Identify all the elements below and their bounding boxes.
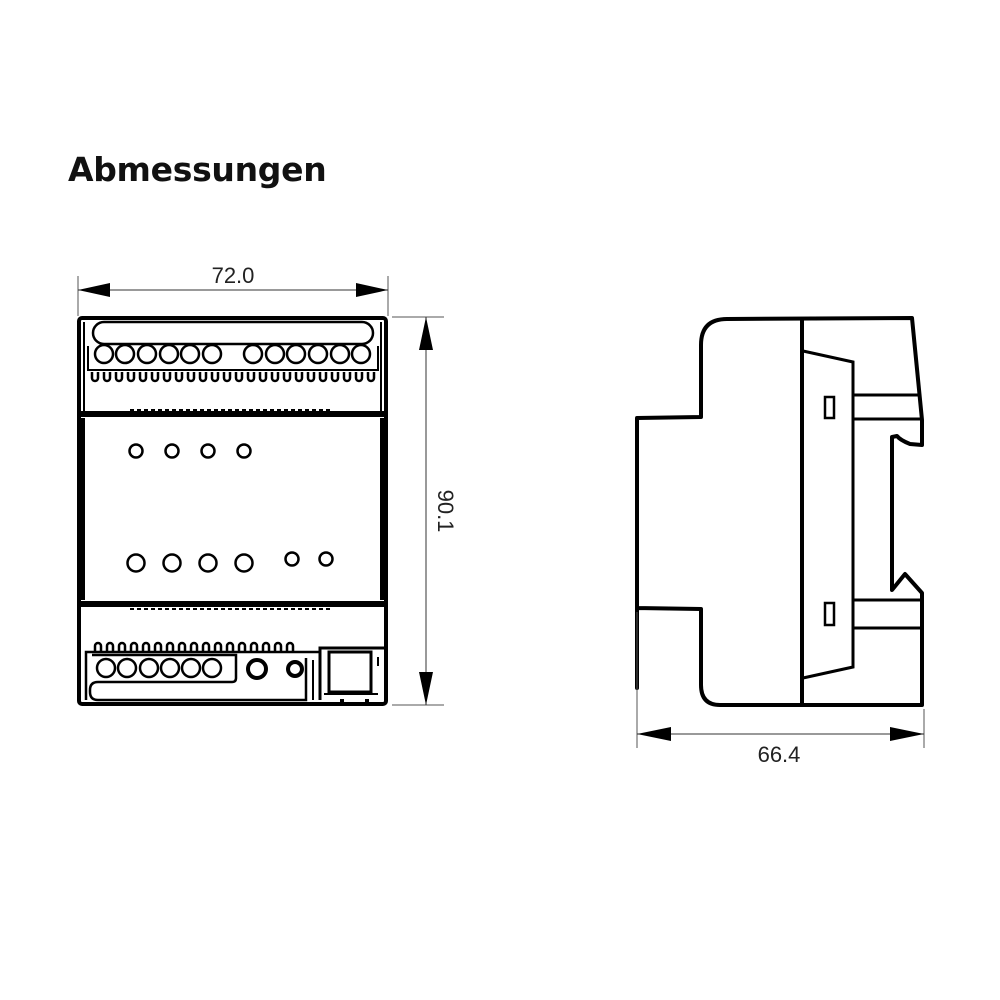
depth-label: 66.4 — [758, 742, 801, 767]
bottom-screws — [95, 657, 223, 679]
front-panel — [79, 409, 386, 610]
side-outline — [635, 316, 924, 707]
top-screws-left — [93, 343, 223, 365]
connector-port — [318, 646, 384, 703]
width-dimension: 72.0 — [77, 263, 389, 316]
depth-dimension: 66.4 — [636, 612, 925, 767]
upper-led-row — [128, 443, 252, 459]
width-label: 72.0 — [212, 263, 255, 288]
bus-terminal-1 — [246, 658, 268, 680]
lower-led-row — [126, 551, 334, 573]
clip-window-bottom — [823, 601, 836, 627]
housing-outline — [77, 316, 388, 706]
top-contact-teeth — [90, 372, 376, 383]
top-screws-right — [242, 343, 372, 365]
clip-window-top — [823, 395, 836, 420]
height-dimension: 90.1 — [392, 316, 458, 706]
front-view: 72.0 90.1 — [77, 263, 458, 706]
bottom-terminal-block — [84, 641, 384, 703]
bottom-contact-teeth — [93, 641, 295, 652]
top-terminal-block — [83, 320, 382, 412]
height-label: 90.1 — [433, 490, 458, 533]
side-view: 66.4 — [635, 316, 925, 767]
bus-terminal-2 — [286, 660, 304, 678]
page-title: Abmessungen — [68, 150, 327, 189]
